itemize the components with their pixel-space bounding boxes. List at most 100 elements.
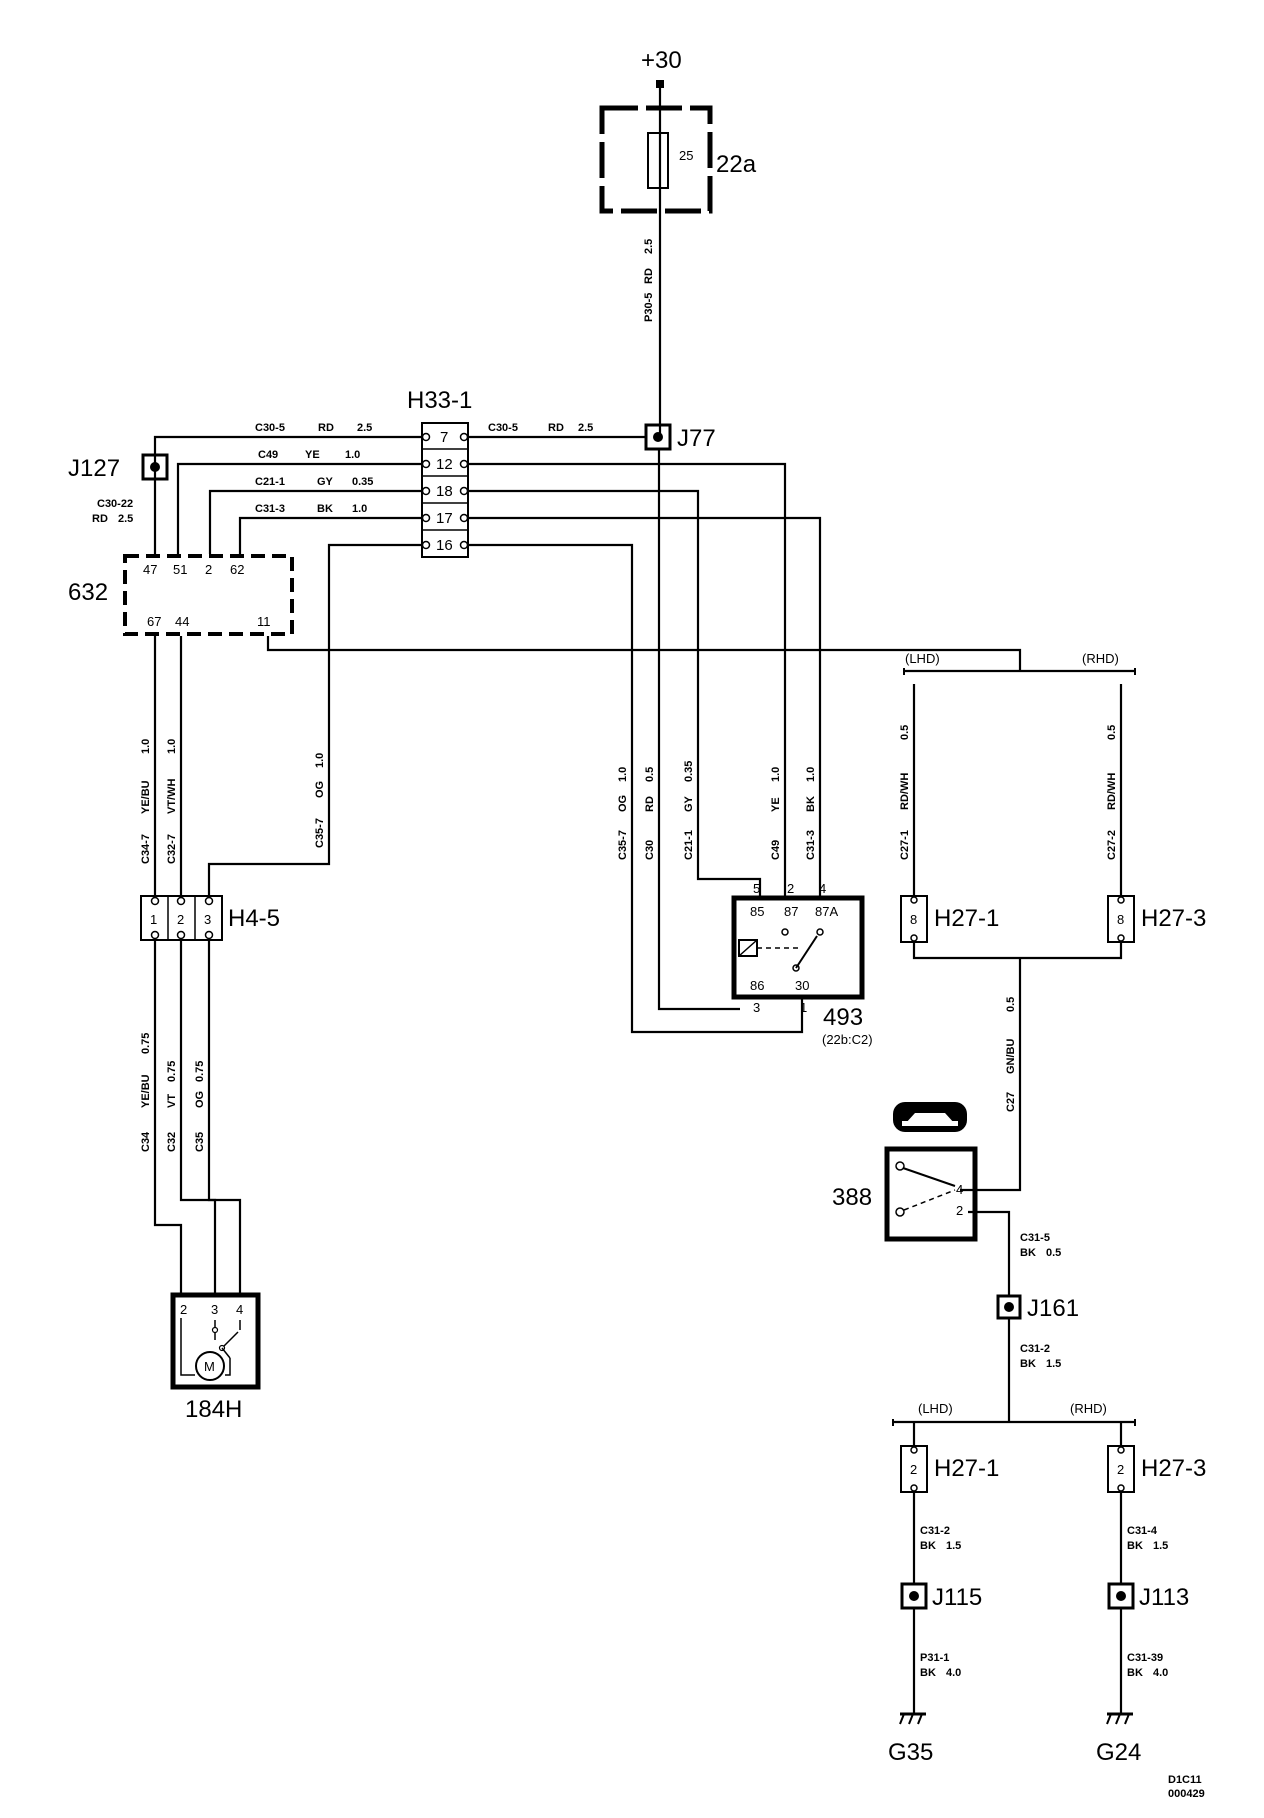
wire-c31-3-relay (468, 516, 822, 896)
svg-text:C31-39: C31-39 (1127, 1652, 1163, 1664)
wire-label-c27-2: C27-2 RD/WH 0.5 (1106, 725, 1118, 860)
svg-text:P31-1: P31-1 (920, 1652, 949, 1664)
relay-493: 5 2 4 85 87 87A 86 30 3 1 493 (22b:C2) (731, 881, 873, 1047)
svg-text:RD: RD (643, 268, 655, 284)
svg-text:30: 30 (795, 978, 809, 993)
svg-text:7: 7 (440, 429, 448, 446)
svg-text:8: 8 (1117, 912, 1124, 927)
svg-text:5: 5 (753, 881, 760, 896)
wire-label-c49-left: C49 YE 1.0 (258, 449, 360, 461)
svg-text:BK: BK (920, 1667, 936, 1679)
svg-text:RD/WH: RD/WH (1106, 773, 1118, 810)
svg-text:1.5: 1.5 (1153, 1540, 1168, 1552)
wire-c49-left (176, 462, 422, 554)
wire-label-c30-5-left: C30-5 RD 2.5 (255, 422, 372, 434)
svg-text:12: 12 (436, 456, 453, 473)
svg-text:C31-5: C31-5 (1020, 1232, 1050, 1244)
wire-label-c31-3-relay: C31-3 BK 1.0 (805, 767, 817, 860)
svg-text:BK: BK (1020, 1247, 1036, 1259)
splice-j127-label: J127 (68, 455, 120, 482)
connector-h33: 7 12 18 17 16 (421, 422, 469, 558)
svg-text:0.5: 0.5 (644, 767, 656, 782)
svg-text:2.5: 2.5 (357, 422, 372, 434)
wire-label-c31-2-lhd: C31-2 BK 1.5 (920, 1525, 961, 1552)
svg-text:17: 17 (436, 510, 453, 527)
svg-text:C31-3: C31-3 (805, 830, 817, 860)
splice-j115-label: J115 (932, 1584, 982, 1611)
svg-text:VT/WH: VT/WH (166, 779, 178, 814)
relay-location: (22b:C2) (822, 1032, 873, 1047)
svg-text:C30-5: C30-5 (488, 422, 518, 434)
wire-label-c32: C32 VT 0.75 (166, 1061, 178, 1152)
wire-label-c49-relay: C49 YE 1.0 (770, 767, 782, 860)
svg-text:67: 67 (147, 614, 161, 629)
svg-text:C49: C49 (258, 449, 278, 461)
svg-text:RD: RD (644, 796, 656, 812)
wire-c35 (207, 940, 242, 1295)
svg-text:2.5: 2.5 (118, 513, 133, 525)
hood-icon (893, 1102, 967, 1132)
switch-388-label: 388 (832, 1184, 872, 1211)
connector-h27-1-lower: 2 H27-1 (900, 1445, 999, 1493)
svg-text:C32-7: C32-7 (166, 834, 178, 864)
svg-text:87A: 87A (815, 904, 838, 919)
ground-icon-g24 (1106, 1712, 1133, 1725)
svg-text:C34-7: C34-7 (140, 834, 152, 864)
splice-j127: J127 (68, 453, 169, 482)
svg-text:0.5: 0.5 (1106, 725, 1118, 740)
wire-c35-7-left (207, 543, 422, 896)
svg-text:87: 87 (784, 904, 798, 919)
svg-text:BK: BK (317, 503, 333, 515)
motor-icon (195, 1351, 225, 1381)
svg-text:C32: C32 (166, 1132, 178, 1152)
svg-text:2: 2 (1117, 1462, 1124, 1477)
svg-text:C35-7: C35-7 (314, 818, 326, 848)
svg-text:C21-1: C21-1 (683, 830, 695, 860)
svg-text:51: 51 (173, 562, 187, 577)
svg-text:C27: C27 (1005, 1092, 1017, 1112)
svg-text:0.75: 0.75 (166, 1061, 178, 1082)
svg-text:YE/BU: YE/BU (140, 1074, 152, 1108)
wire-c35-7-relay (468, 543, 804, 1034)
wire-label-c21-1-relay: C21-1 GY 0.35 (683, 761, 695, 860)
svg-text:C30-5: C30-5 (255, 422, 285, 434)
connector-h4-5-label: H4-5 (228, 905, 280, 932)
wire-label-c31-3-left: C31-3 BK 1.0 (255, 503, 367, 515)
svg-text:BK: BK (805, 796, 817, 812)
module-632: 47 51 2 62 67 44 11 (123, 554, 294, 636)
wire-module-11-to-h27 (266, 636, 1022, 671)
splice-j161-label: J161 (1027, 1295, 1079, 1322)
fuse-box-22a: 25 22a (599, 105, 757, 214)
svg-text:GY: GY (683, 795, 695, 812)
svg-text:GY: GY (317, 476, 334, 488)
wire-label-c34-7: C34-7 YE/BU 1.0 (140, 739, 152, 864)
svg-text:2: 2 (787, 881, 794, 896)
svg-text:RD: RD (318, 422, 334, 434)
wire-c27 (960, 958, 1022, 1192)
wire-label-c21-1-left: C21-1 GY 0.35 (255, 476, 373, 488)
svg-text:1.5: 1.5 (1046, 1358, 1061, 1370)
lhd-label-top: (LHD) (905, 651, 940, 666)
svg-text:M: M (204, 1359, 215, 1374)
svg-text:4.0: 4.0 (1153, 1667, 1168, 1679)
svg-text:1.0: 1.0 (345, 449, 360, 461)
splice-j113-label: J113 (1139, 1584, 1189, 1611)
svg-text:1.0: 1.0 (140, 739, 152, 754)
svg-text:0.35: 0.35 (352, 476, 373, 488)
wire-c21-1-relay (468, 489, 762, 896)
connector-h27-1-label-upper: H27-1 (934, 905, 999, 932)
svg-text:0.5: 0.5 (899, 725, 911, 740)
svg-text:OG: OG (314, 781, 326, 798)
wire-c31-3-left (238, 516, 422, 554)
svg-text:2: 2 (177, 912, 184, 927)
svg-text:C35: C35 (194, 1132, 206, 1152)
wire-label-c31-2-main: C31-2 BK 1.5 (1020, 1343, 1061, 1370)
wire-label-c32-7: C32-7 VT/WH 1.0 (166, 739, 178, 864)
svg-text:1.0: 1.0 (166, 739, 178, 754)
svg-text:2.5: 2.5 (578, 422, 593, 434)
svg-text:1.0: 1.0 (314, 753, 326, 768)
svg-text:0.75: 0.75 (140, 1033, 152, 1054)
wire-label-c35: C35 OG 0.75 (194, 1061, 206, 1152)
svg-text:YE: YE (770, 797, 782, 812)
rhd-label-top: (RHD) (1082, 651, 1119, 666)
